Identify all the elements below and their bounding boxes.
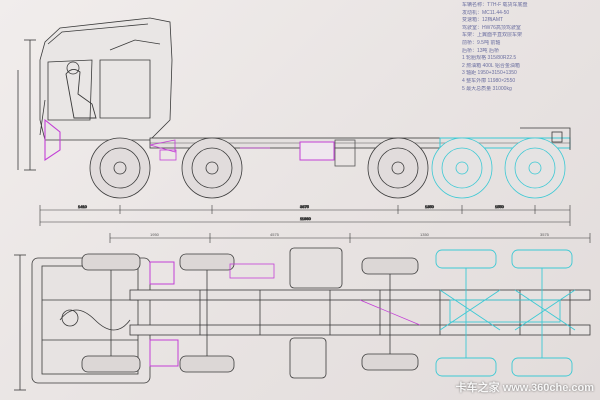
top-axle-1 (81, 253, 141, 373)
fuel-tank-plan (289, 247, 343, 289)
spec-line: 后桥：13吨 后桥 (462, 47, 499, 54)
dim-side-1: 1410 (78, 204, 88, 209)
top-view-dimensions (109, 233, 591, 243)
spec-list: 车辆名称：T7H-F 载货车底盘 发动机：MC11.44-50 变速箱：12档A… (462, 2, 598, 93)
side-dimension-lines (39, 205, 571, 226)
side-wheel-5 (504, 137, 566, 199)
spec-line: 车架：上翼面平直双层车架 (462, 32, 523, 39)
side-wheel-4 (431, 137, 493, 199)
dim-side-total: 11980 (300, 216, 312, 221)
spec-line: 驾驶室：HW76高顶驾驶室 (462, 24, 521, 31)
dim-side-2: 3875 (300, 204, 310, 209)
chassis-frame (149, 127, 571, 167)
spec-line: 前桥：9.5吨 前轴 (462, 39, 501, 46)
frame-plan (129, 289, 591, 336)
fuel-tank (299, 141, 335, 161)
spec-line: 发动机：MC11.44-50 (462, 9, 510, 16)
front-bumper (44, 118, 61, 162)
spec-line: 变速箱：12档AMT (462, 17, 504, 24)
spec-line: 4 整车外廓 11980×2550 (462, 77, 516, 84)
spec-line: 5 最大总质量 31000kg (462, 85, 512, 92)
spec-line: 3 轴距 1950+3150+1350 (462, 70, 517, 77)
side-wheel-2 (181, 137, 243, 199)
spec-line: 1 轮胎规格 315/80R22.5 (462, 55, 517, 62)
dim-top-4: 3575 (540, 232, 550, 237)
dim-top-3: 1350 (420, 232, 430, 237)
cab (39, 17, 173, 141)
spec-line: 车辆名称：T7H-F 载货车底盘 (462, 2, 528, 8)
top-view (14, 247, 591, 391)
dim-top-2: 4575 (270, 232, 280, 237)
side-wheel-3 (367, 137, 429, 199)
dim-top-1: 1950 (150, 232, 160, 237)
watermark-url: www.360che.com (502, 382, 594, 394)
top-axle-2 (179, 253, 235, 373)
side-wheel-1 (89, 137, 151, 199)
dim-side-3: 1350 (425, 204, 435, 209)
watermark: 卡车之家 www.360che.com (456, 379, 594, 395)
top-axle-3 (361, 257, 419, 371)
watermark-brand: 卡车之家 (455, 382, 500, 394)
spec-line: 2 燃油箱 400L 铝合金油箱 (462, 62, 520, 69)
side-axles (89, 137, 566, 199)
dim-side-4: 1550 (495, 204, 505, 209)
rear-axles-plan (435, 249, 576, 377)
side-view: 1410 3875 1350 1550 11980 (17, 17, 571, 226)
